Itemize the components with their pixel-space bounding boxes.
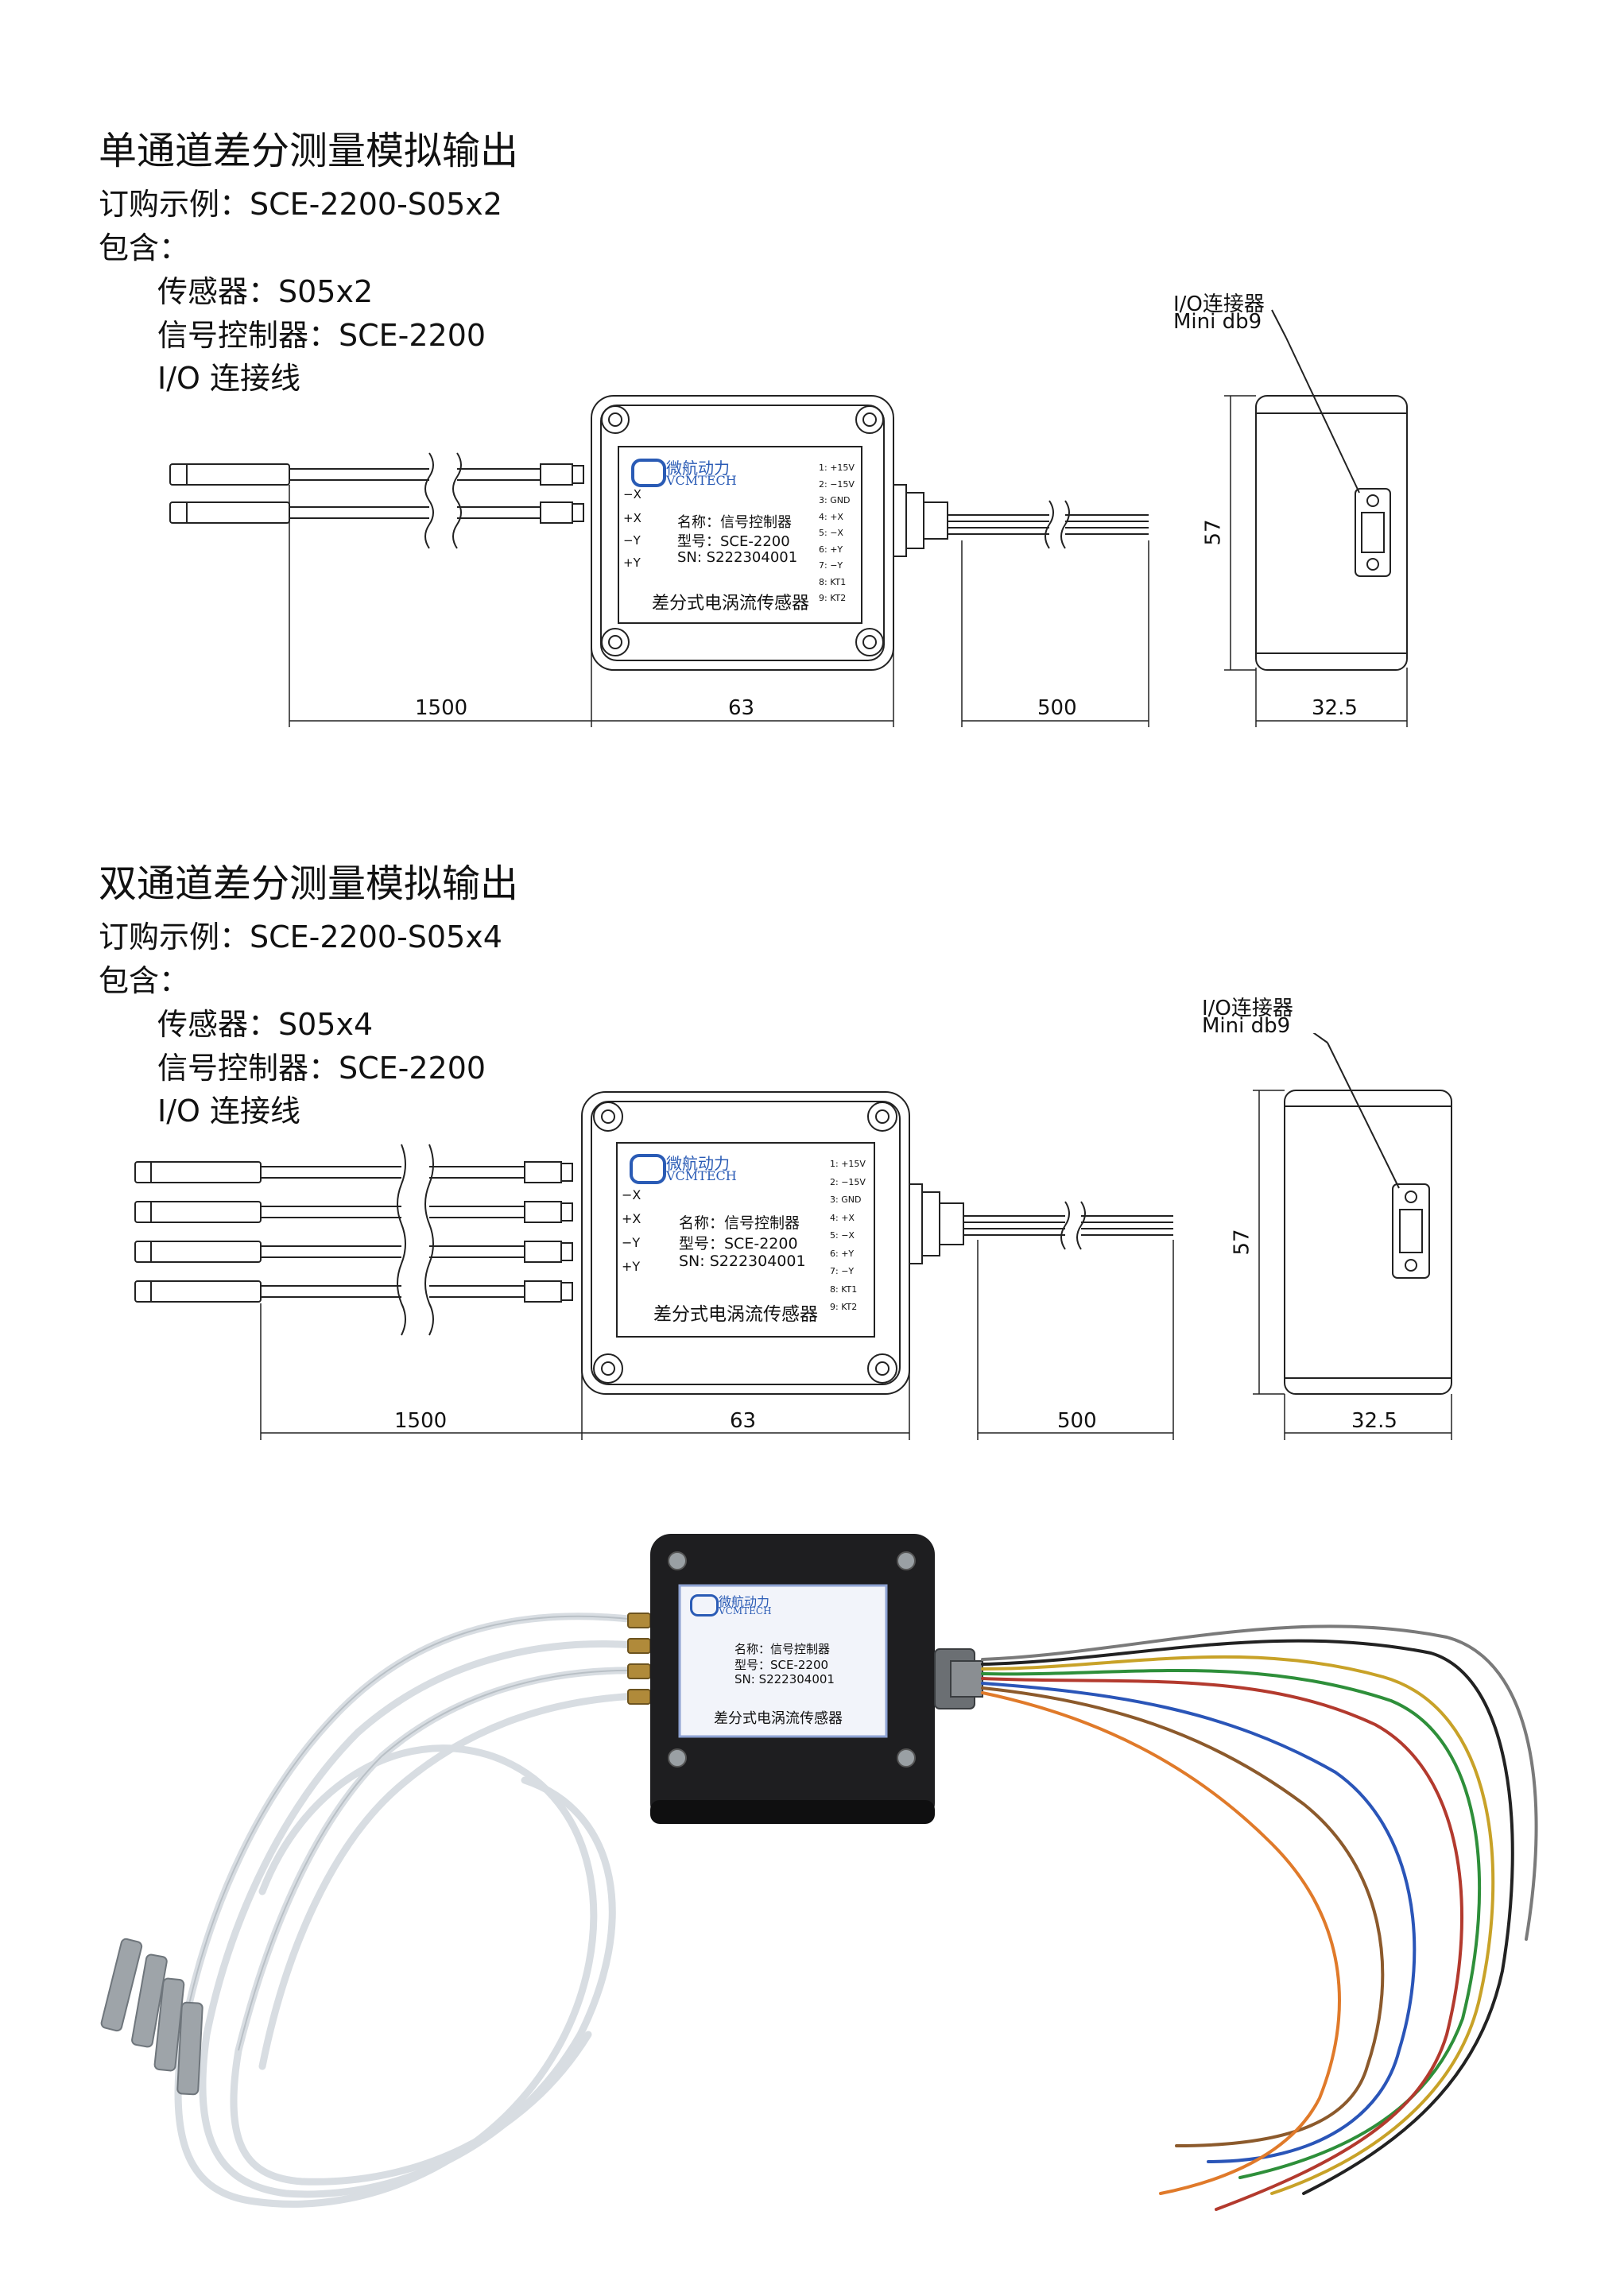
pin-item: 4: +X xyxy=(830,1212,855,1223)
section1-connector-label: I/O连接器 xyxy=(1173,292,1265,316)
sensor-probe xyxy=(100,1938,143,2032)
channel-label: +Y xyxy=(622,1259,641,1274)
photo-brand-en: VCMTECH xyxy=(719,1605,772,1616)
pin-item: 6: +Y xyxy=(830,1248,855,1259)
dim-box-2: 63 xyxy=(730,1409,757,1433)
pin-item: 6: +Y xyxy=(819,544,843,555)
section1-includes-label: 包含： xyxy=(99,230,190,265)
logo-icon xyxy=(690,1594,719,1616)
dim-box-1: 63 xyxy=(728,696,755,720)
dim-height-2: 57 xyxy=(1230,1229,1254,1256)
pin-item: 7: −Y xyxy=(819,560,843,571)
photo-label: 微航动力 VCMTECH 名称：信号控制器 型号：SCE-2200 SN: S2… xyxy=(682,1588,886,1736)
section2-title: 双通道差分测量模拟输出 xyxy=(99,861,519,906)
label-model: 型号：SCE-2200 xyxy=(679,1235,798,1253)
section2-item-sensor: 传感器：S05x4 xyxy=(157,1007,374,1042)
photo-label-product: 差分式电涡流传感器 xyxy=(714,1710,843,1727)
brand-en: VCMTECH xyxy=(666,473,737,488)
section1-order-example: 订购示例：SCE-2200-S05x2 xyxy=(99,187,502,222)
section1-item-cable: I/O 连接线 xyxy=(157,361,300,396)
channel-label: +X xyxy=(622,1211,641,1226)
pin-item: 9: KT2 xyxy=(819,593,847,603)
brand-cn: 微航动力 xyxy=(666,459,730,478)
logo-icon xyxy=(631,459,666,487)
pin-item: 3: GND xyxy=(830,1194,862,1205)
photo-brand-cn: 微航动力 xyxy=(719,1594,770,1609)
photo-label-sn: SN: S222304001 xyxy=(734,1672,835,1686)
pin-list: 1: +15V 2: −15V 3: GND 4: +X 5: −X 6: +Y… xyxy=(819,460,855,607)
pin-item: 5: −X xyxy=(830,1230,855,1241)
pin-item: 8: KT1 xyxy=(830,1284,858,1295)
label-name: 名称：信号控制器 xyxy=(677,514,792,531)
controller-label-1: 微航动力 VCMTECH −X +X −Y +Y 名称：信号控制器 型号：SCE… xyxy=(620,449,860,621)
dim-depth-1: 32.5 xyxy=(1312,696,1358,720)
dim-lead-2: 500 xyxy=(1057,1409,1097,1433)
dim-depth-2: 32.5 xyxy=(1351,1409,1397,1433)
logo-icon xyxy=(630,1154,666,1184)
controller-label-2: 微航动力 VCMTECH −X +X −Y +Y 名称：信号控制器 型号：SCE… xyxy=(618,1144,873,1335)
pin-item: 2: −15V xyxy=(830,1176,866,1187)
section1-drawing xyxy=(169,309,1408,727)
probe-2 xyxy=(169,501,290,524)
section1-item-sensor: 传感器：S05x2 xyxy=(157,274,374,309)
channel-label: −Y xyxy=(623,533,641,548)
section2-connector-sub: Mini db9 xyxy=(1202,1014,1291,1038)
brand-cn: 微航动力 xyxy=(666,1154,730,1173)
pin-item: 8: KT1 xyxy=(819,576,847,587)
pin-item: 7: −Y xyxy=(830,1266,855,1276)
section1-title: 单通道差分测量模拟输出 xyxy=(99,129,519,173)
pin-item: 9: KT2 xyxy=(830,1302,858,1312)
pin-item: 3: GND xyxy=(819,495,851,505)
photo-label-model: 型号：SCE-2200 xyxy=(734,1658,829,1672)
dim-cable-1: 1500 xyxy=(415,696,468,720)
probe-1 xyxy=(169,463,290,486)
dim-cable-2: 1500 xyxy=(394,1409,448,1433)
channel-label: −X xyxy=(622,1187,641,1202)
section2-connector-label: I/O连接器 xyxy=(1202,997,1293,1020)
pin-item: 5: −X xyxy=(819,528,843,538)
dim-lead-1: 500 xyxy=(1037,696,1077,720)
sensor-probe xyxy=(131,1953,168,2048)
channel-label: +Y xyxy=(623,556,641,570)
section2-item-cable: I/O 连接线 xyxy=(157,1094,300,1129)
label-model: 型号：SCE-2200 xyxy=(677,533,790,550)
pin-list: 1: +15V 2: −15V 3: GND 4: +X 5: −X 6: +Y… xyxy=(830,1156,866,1317)
pin-item: 2: −15V xyxy=(819,478,855,490)
section1-connector-sub: Mini db9 xyxy=(1173,310,1262,334)
channel-label: +X xyxy=(623,511,641,525)
section2-order-example: 订购示例：SCE-2200-S05x4 xyxy=(99,920,502,954)
label-sn: SN: S222304001 xyxy=(679,1253,806,1270)
pin-item: 1: +15V xyxy=(830,1159,866,1169)
label-name: 名称：信号控制器 xyxy=(679,1214,800,1232)
section2-drawing xyxy=(134,1033,1452,1440)
side-view xyxy=(1255,395,1408,671)
pin-item: 4: +X xyxy=(819,511,843,522)
label-sn: SN: S222304001 xyxy=(677,549,798,566)
pin-item: 1: +15V xyxy=(819,463,855,473)
db9-connector xyxy=(1355,488,1391,577)
label-product: 差分式电涡流传感器 xyxy=(653,1304,818,1325)
photo-label-name: 名称：信号控制器 xyxy=(734,1642,831,1656)
section1-item-controller: 信号控制器：SCE-2200 xyxy=(157,318,486,353)
channel-label: −X xyxy=(623,487,641,501)
section2-item-controller: 信号控制器：SCE-2200 xyxy=(157,1051,486,1086)
channel-label: −Y xyxy=(622,1235,641,1250)
brand-en: VCMTECH xyxy=(666,1168,737,1183)
sensor-probe xyxy=(176,2001,203,2096)
label-product: 差分式电涡流传感器 xyxy=(652,594,810,614)
section2-includes-label: 包含： xyxy=(99,963,190,998)
sensor-probe xyxy=(153,1977,185,2072)
dim-height-1: 57 xyxy=(1201,519,1226,546)
